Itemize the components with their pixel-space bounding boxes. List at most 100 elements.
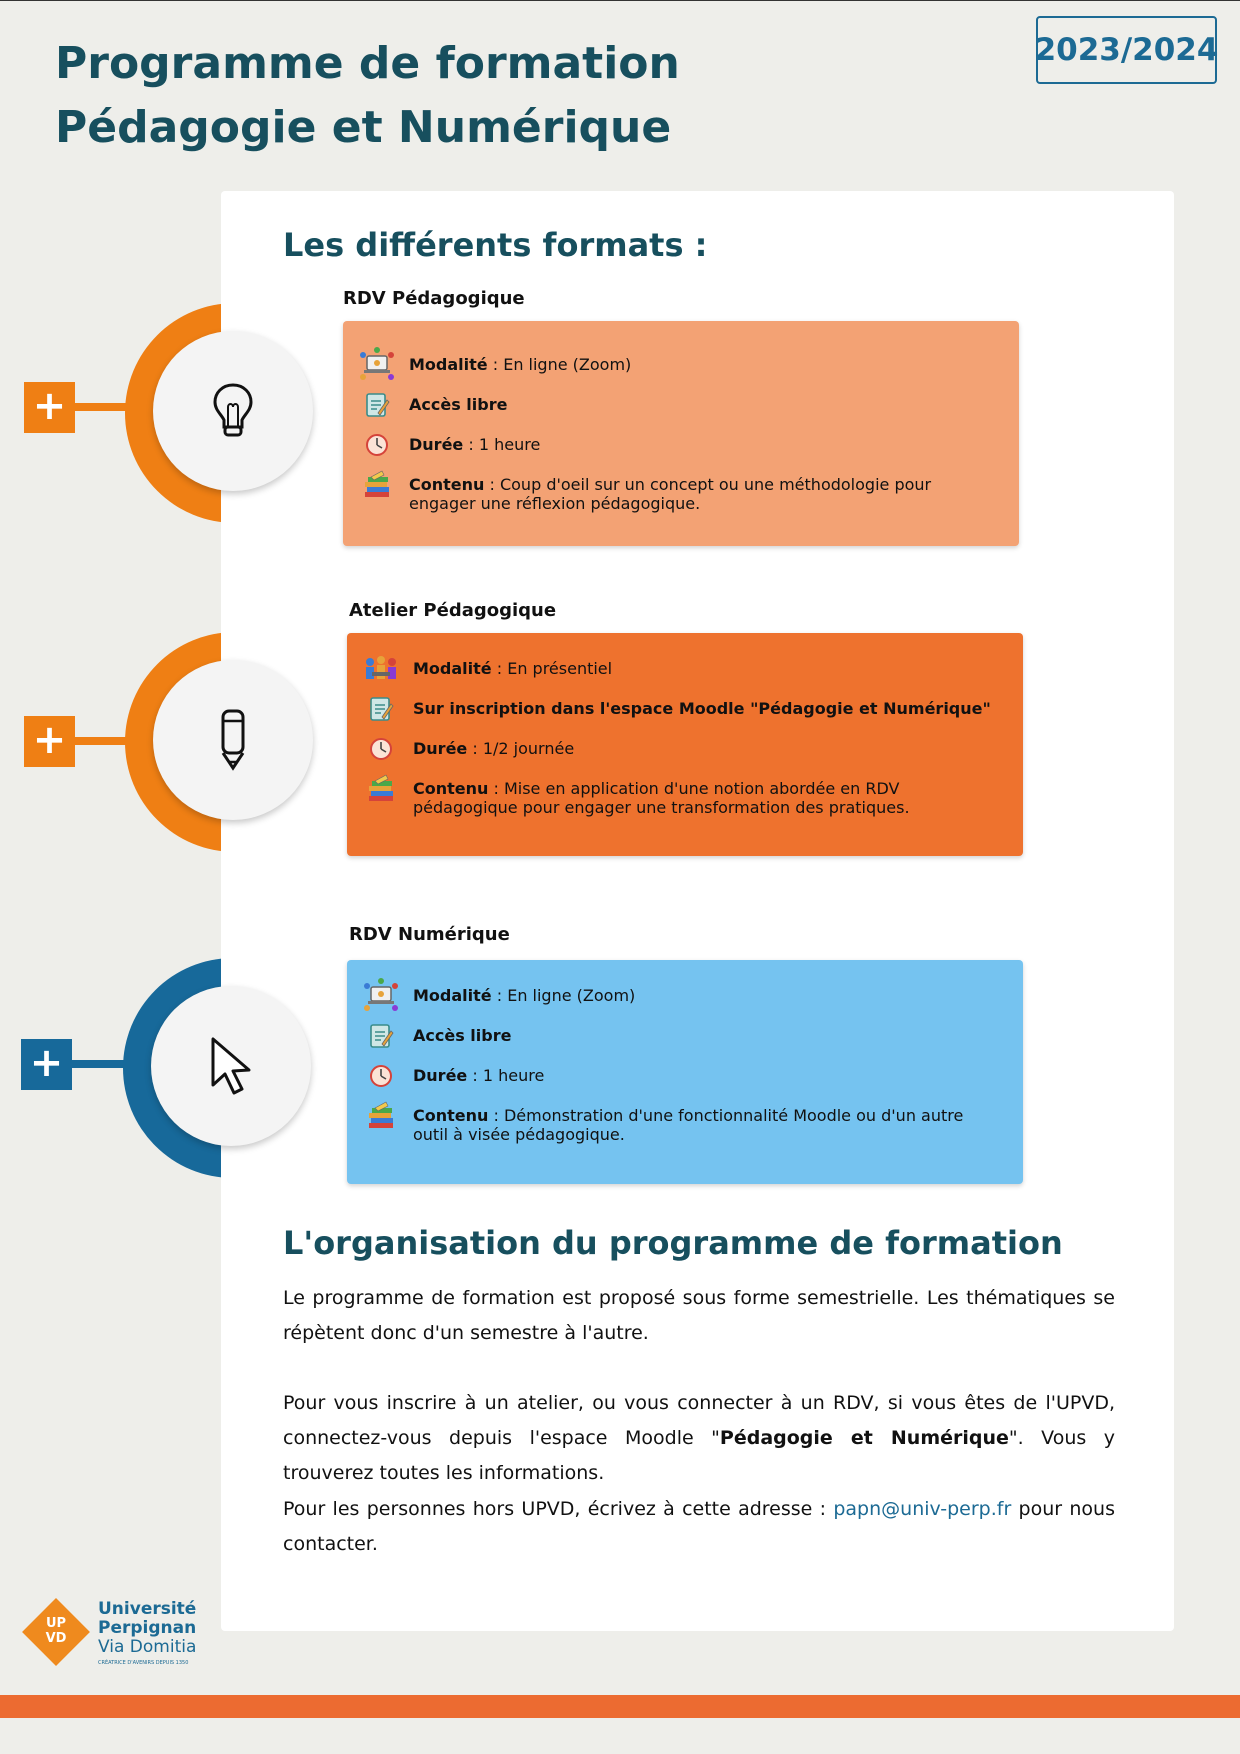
logo-letters: UP VD [28,1616,84,1646]
year-badge: 2023/2024 [1035,16,1218,84]
cursor-icon [151,986,311,1146]
books-icon [361,1101,401,1130]
paragraph-3-text-a: Pour les personnes hors UPVD, écrivez à … [283,1498,834,1520]
logo-line-1: Université [98,1599,197,1619]
paragraph-2-text-b: ". Vous y trouverez toutes les informati… [283,1427,1115,1484]
format-row-text: Contenu : Mise en application d'une noti… [413,779,910,817]
format-row: Contenu : Démonstration d'une fonctionna… [347,1101,997,1144]
format-row-text: Modalité : En ligne (Zoom) [409,355,632,374]
laptop-meeting-icon [361,978,401,1011]
format-label-atelier-pedagogique: Atelier Pédagogique [349,600,557,621]
logo-tagline: CRÉATRICE D'AVENIRS DEPUIS 1350 [98,1660,189,1666]
format-row-text: Durée : 1 heure [413,1066,545,1085]
logo-letters-top: UP [45,1616,67,1631]
logo-letters-bottom: VD [45,1631,67,1646]
format-row-key: Accès libre [409,395,508,414]
format-row-value: En présentiel [507,659,613,678]
format-row-text: Contenu : Démonstration d'une fonctionna… [413,1106,964,1144]
format-medallion [125,303,441,523]
notepad-icon [361,695,401,723]
format-row-value: En ligne (Zoom) [507,986,636,1005]
logo-line-2: Perpignan [98,1618,197,1638]
organisation-paragraph-3: Pour les personnes hors UPVD, écrivez à … [283,1492,1115,1562]
format-row-value: Mise en application d'une notion abordée… [413,779,910,817]
bottom-band [0,1695,1240,1718]
plus-icon: + [24,382,75,433]
format-row-key: Contenu [409,475,485,494]
page-title: Programme de formation Pédagogie et Numé… [55,32,680,160]
clock-icon [357,431,397,459]
format-label-rdv-pedagogique: RDV Pédagogique [343,288,525,309]
group-icon [361,655,401,683]
format-row-key: Sur inscription dans l'espace Moodle "Pé… [413,699,991,718]
format-row: Accès libre [347,1024,997,1050]
format-row-text: Modalité : En ligne (Zoom) [413,986,636,1005]
format-row-key: Contenu [413,779,489,798]
format-row-value: En ligne (Zoom) [503,355,632,374]
format-medallion [125,632,441,852]
format-row-key: Durée [413,1066,468,1085]
university-logo: UP VD Université Perpignan Via Domitia C… [22,1592,222,1682]
format-row-key: Durée [413,739,468,758]
books-icon [361,774,401,803]
format-row-value: 1 heure [482,1066,545,1085]
clock-icon [361,735,401,763]
paragraph-3-text-b: pour nous contacter. [283,1498,1115,1555]
pencil-icon [153,660,313,820]
medallion-connector [74,403,134,411]
format-row-value: Coup d'oeil sur un concept ou une méthod… [409,475,932,513]
format-row: Durée : 1/2 journée [347,738,997,763]
paragraph-2-bold: Pédagogie et Numérique [719,1427,1009,1449]
title-line-1: Programme de formation [55,38,680,89]
format-row-value: Démonstration d'une fonctionnalité Moodl… [413,1106,964,1144]
format-row-key: Modalité [413,986,492,1005]
format-row: Durée : 1 heure [347,1065,997,1090]
format-row-text: Accès libre [409,395,993,414]
medallion-connector [74,737,134,745]
contact-email-link[interactable]: papn@univ-perp.fr [833,1498,1012,1520]
laptop-meeting-icon [357,347,397,380]
format-medallion [123,958,441,1178]
format-row-key: Modalité [413,659,492,678]
medallion-connector [71,1060,131,1068]
plus-icon: + [21,1039,72,1090]
format-row: Durée : 1 heure [343,434,993,459]
formats-heading: Les différents formats : [283,226,708,264]
format-row-text: Modalité : En présentiel [413,659,613,678]
format-row-key: Durée [409,435,464,454]
paragraph-2-text-a: Pour vous inscrire à un atelier, ou vous… [283,1392,1115,1449]
organisation-heading: L'organisation du programme de formation [283,1224,1063,1262]
format-row-text: Contenu : Coup d'oeil sur un concept ou … [409,475,932,513]
top-rule [0,0,1240,1]
format-row-key: Contenu [413,1106,489,1125]
format-row-text: Durée : 1/2 journée [413,739,575,758]
lightbulb-icon [153,331,313,491]
format-row: Modalité : En présentiel [347,656,997,683]
title-line-2: Pédagogie et Numérique [55,102,672,153]
format-row-key: Modalité [409,355,488,374]
books-icon [357,470,397,499]
format-row: Accès libre [343,393,993,419]
notepad-icon [357,391,397,419]
format-row-key: Accès libre [413,1026,512,1045]
logo-name: Université Perpignan Via Domitia [98,1600,196,1657]
format-row-text: Durée : 1 heure [409,435,541,454]
format-row-text: Accès libre [413,1026,997,1045]
organisation-paragraph-2: Pour vous inscrire à un atelier, ou vous… [283,1386,1115,1491]
format-row: Modalité : En ligne (Zoom) [347,978,997,1011]
format-row-text: Sur inscription dans l'espace Moodle "Pé… [413,699,997,718]
format-row-value: 1/2 journée [482,739,575,758]
format-row-value: 1 heure [478,435,541,454]
format-row: Contenu : Mise en application d'une noti… [347,774,997,817]
format-row: Modalité : En ligne (Zoom) [343,347,993,380]
notepad-icon [361,1022,401,1050]
format-row: Sur inscription dans l'espace Moodle "Pé… [347,697,997,723]
organisation-paragraph-1: Le programme de formation est proposé so… [283,1287,1115,1344]
plus-icon: + [24,716,75,767]
clock-icon [361,1062,401,1090]
logo-line-3: Via Domitia [98,1637,197,1657]
format-row: Contenu : Coup d'oeil sur un concept ou … [343,470,993,513]
